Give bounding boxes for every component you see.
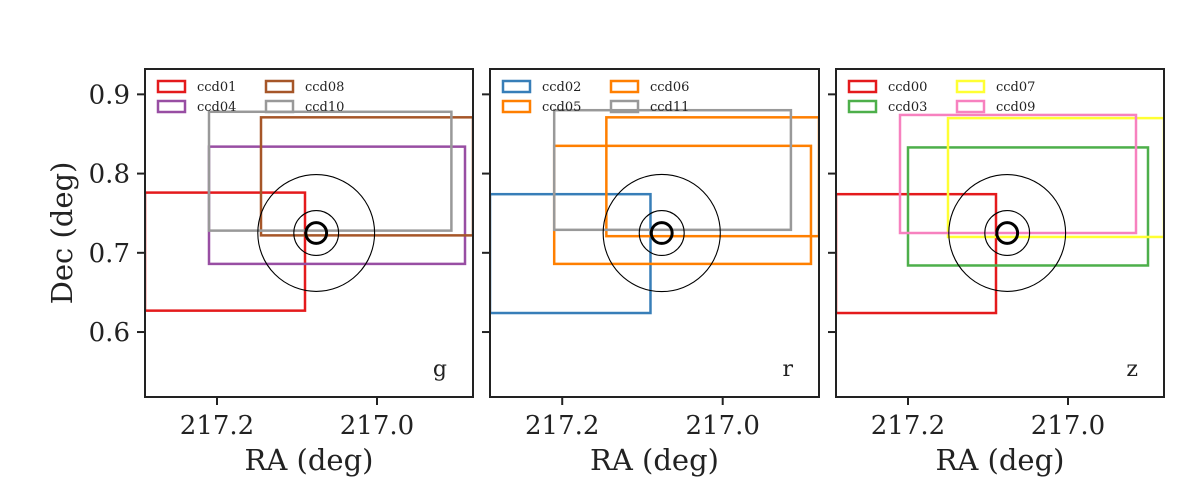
aperture-circle-3 [995,221,1020,245]
y-axis-label: Dec (deg) [45,162,79,305]
x-tick-label: 217.2 [871,411,945,441]
panel-g: 0.6 0.7 0.8 0.9 217.2 217.0RA (deg) Dec (deg) g… [45,68,474,477]
aperture-circle-3 [304,221,329,245]
legend-label-ccd05: ccd05 [542,100,581,115]
panel-z: 217.2 217.0RA (deg) z ccd00 ccd03 ccd07 ccd09 [828,68,1165,477]
legend-label-ccd02: ccd02 [542,80,581,95]
x-tick-label: 217.2 [525,411,599,441]
panel-r: 217.2 217.0RA (deg) r ccd02 ccd05 ccd06 ccd11 [482,68,820,477]
aperture-circle-2 [638,209,685,257]
aperture-circle-1 [602,173,721,293]
legend-label-ccd09: ccd09 [996,100,1035,115]
legend-label-ccd03: ccd03 [888,100,927,115]
x-tick-label: 217.0 [1031,411,1105,441]
ccd-footprint-ccd04 [207,145,467,266]
legend-swatch-ccd00 [847,79,878,94]
y-tick-label: 0.9 [89,80,130,110]
legend-label-ccd06: ccd06 [650,80,689,95]
legend-swatch-ccd03 [847,99,878,114]
plot-area [490,108,819,315]
legend-swatch-ccd07 [955,79,986,94]
legend-label-ccd00: ccd00 [888,80,927,95]
ccd-footprint-ccd00 [836,192,998,315]
legend-label-ccd11: ccd11 [650,100,689,115]
legend-label-ccd10: ccd10 [305,100,344,115]
y-tick-label: 0.8 [89,160,130,190]
legend: ccd00 ccd03 ccd07 ccd09 [847,79,1035,115]
legend: ccd01 ccd04 ccd08 ccd10 [156,79,344,115]
plot-area [145,110,473,312]
legend-swatch-ccd01 [156,79,187,94]
legend-label-ccd01: ccd01 [197,80,236,95]
x-tick-label: 217.2 [180,411,254,441]
ccd-footprint-ccd06 [605,116,819,238]
legend-swatch-ccd04 [156,99,187,114]
legend-swatch-ccd11 [609,99,640,114]
ccd-footprint-ccd07 [946,116,1164,239]
axes-frame [489,68,820,398]
legend-swatch-ccd02 [501,79,532,94]
ccd-footprint-ccd10 [207,110,453,232]
legend-swatch-ccd09 [955,99,986,114]
legend-swatch-ccd10 [264,99,295,114]
x-axis-label: RA (deg) [936,443,1065,477]
y-tick-label: 0.7 [89,239,130,269]
aperture-circle-2 [984,210,1031,256]
ccd-footprint-ccd11 [552,108,793,232]
x-tick-label: 217.0 [685,411,759,441]
legend-swatch-ccd08 [264,79,295,94]
y-tick-label: 0.6 [89,318,130,348]
legend-label-ccd04: ccd04 [197,100,236,115]
axes-frame [835,68,1165,398]
ccd-footprint-ccd09 [898,113,1138,235]
aperture-circle-3 [649,221,674,245]
band-label: r [782,357,793,382]
aperture-circle-1 [257,174,376,292]
ccd-footprint-ccd03 [906,146,1150,267]
legend-label-ccd07: ccd07 [996,80,1035,95]
ccd-footprint-ccd01 [145,191,307,312]
legend-swatch-ccd06 [609,79,640,94]
legend-swatch-ccd05 [501,99,532,114]
x-axis-label: RA (deg) [245,443,374,477]
aperture-circle-1 [948,174,1067,292]
ccd-footprint-ccd08 [259,116,473,237]
band-label: z [1126,357,1138,382]
ccd-footprint-ccd02 [490,192,652,315]
x-axis-label: RA (deg) [590,443,719,477]
aperture-circle-2 [293,210,340,256]
plot-area [836,113,1164,315]
axes-frame [144,68,474,398]
legend-label-ccd08: ccd08 [305,80,344,95]
x-tick-label: 217.0 [340,411,414,441]
band-label: g [433,357,447,382]
ccd-footprint-ccd05 [552,144,813,266]
legend: ccd02 ccd05 ccd06 ccd11 [501,79,689,115]
